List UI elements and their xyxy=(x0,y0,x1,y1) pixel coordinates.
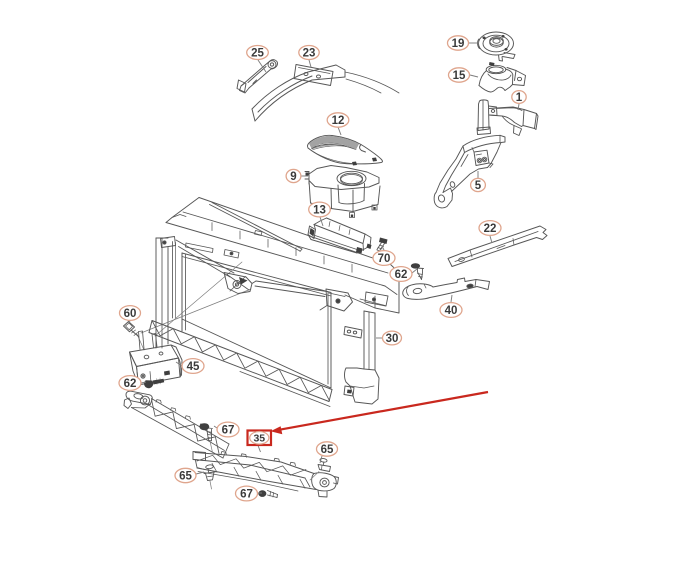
svg-text:9: 9 xyxy=(290,171,296,183)
svg-text:1: 1 xyxy=(516,92,523,104)
svg-text:67: 67 xyxy=(240,489,253,501)
svg-text:13: 13 xyxy=(313,205,326,217)
svg-text:30: 30 xyxy=(386,333,399,345)
svg-text:45: 45 xyxy=(187,361,200,373)
svg-text:5: 5 xyxy=(475,180,482,192)
svg-text:15: 15 xyxy=(453,70,466,82)
svg-text:62: 62 xyxy=(395,269,408,281)
svg-text:70: 70 xyxy=(378,253,391,265)
svg-text:40: 40 xyxy=(445,305,458,317)
svg-text:12: 12 xyxy=(332,115,345,127)
svg-text:23: 23 xyxy=(303,48,316,60)
svg-text:25: 25 xyxy=(251,48,264,60)
svg-text:67: 67 xyxy=(222,425,235,437)
svg-text:60: 60 xyxy=(124,308,137,320)
svg-text:22: 22 xyxy=(484,223,497,235)
svg-text:65: 65 xyxy=(321,444,334,456)
svg-text:62: 62 xyxy=(124,378,137,390)
svg-text:35: 35 xyxy=(253,433,265,445)
svg-text:65: 65 xyxy=(179,471,192,483)
svg-text:19: 19 xyxy=(452,38,465,50)
